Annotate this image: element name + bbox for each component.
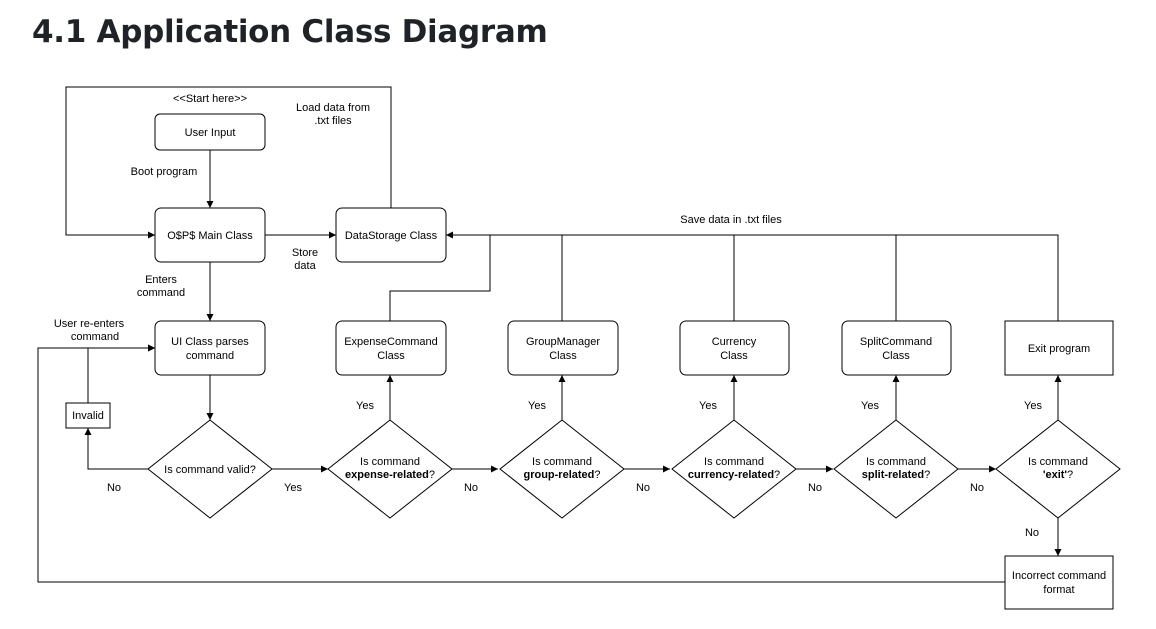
yes-label-group: Yes bbox=[528, 400, 546, 412]
ui-class-label-1: UI Class parses bbox=[171, 336, 249, 348]
yes-label-currency: Yes bbox=[699, 400, 717, 412]
currency-class-label-2: Class bbox=[720, 350, 748, 362]
save-data-label: Save data in .txt files bbox=[680, 214, 782, 226]
decision-split-keyword: split-related bbox=[862, 469, 924, 481]
incorrect-format-label-2: format bbox=[1043, 584, 1074, 596]
split-class-label-1: SplitCommand bbox=[860, 336, 932, 348]
no-label-exit: No bbox=[1025, 527, 1039, 539]
user-input-box bbox=[154, 113, 266, 151]
load-data-label-2: .txt files bbox=[314, 115, 352, 127]
no-label-currency: No bbox=[808, 482, 822, 494]
decision-currency bbox=[671, 419, 797, 519]
enters-command-label-1: Enters bbox=[145, 274, 177, 286]
no-label-valid: No bbox=[107, 482, 121, 494]
expense-class-label-2: Class bbox=[377, 350, 405, 362]
group-class-label-1: GroupManager bbox=[526, 336, 600, 348]
enters-command-label-2: command bbox=[137, 287, 185, 299]
main-class-box bbox=[154, 207, 266, 263]
reenters-command-label-2: command bbox=[71, 331, 119, 343]
decision-currency-keyword: currency-related bbox=[688, 469, 774, 481]
store-data-label-1: Store bbox=[292, 247, 318, 259]
decision-group-suffix: ? bbox=[594, 469, 600, 481]
decision-expense-suffix: ? bbox=[429, 469, 435, 481]
edge-save-bus bbox=[446, 231, 1059, 321]
decisions: Is command valid? Is command expense-rel… bbox=[147, 419, 1121, 519]
decision-exit-keyword: 'exit' bbox=[1043, 469, 1068, 481]
yes-label-split: Yes bbox=[861, 400, 879, 412]
datastorage-class-label: DataStorage Class bbox=[345, 230, 438, 242]
decision-currency-suffix: ? bbox=[774, 469, 780, 481]
decision-expense-prefix: Is command bbox=[360, 456, 420, 468]
split-class-label-2: Class bbox=[882, 350, 910, 362]
currency-class-label-1: Currency bbox=[712, 336, 757, 348]
yes-label-expense: Yes bbox=[356, 400, 374, 412]
load-data-label-1: Load data from bbox=[296, 102, 370, 114]
no-label-group: No bbox=[636, 482, 650, 494]
group-class-label-2: Class bbox=[549, 350, 577, 362]
decision-expense-keyword: expense-related bbox=[345, 469, 429, 481]
datastorage-class-box bbox=[335, 207, 447, 263]
decision-expense-question: expense-related? bbox=[345, 469, 435, 481]
decision-split-prefix: Is command bbox=[866, 456, 926, 468]
edge-labels: Load data from .txt files Boot program S… bbox=[54, 102, 1043, 539]
nodes: <<Start here>> User Input O$P$ Main Clas… bbox=[65, 93, 1114, 610]
decision-group-keyword: group-related bbox=[523, 469, 594, 481]
ui-class-box bbox=[154, 320, 266, 376]
currency-class-box bbox=[679, 320, 790, 376]
decision-split bbox=[833, 419, 959, 519]
yes-label-valid: Yes bbox=[284, 482, 302, 494]
edge-load-data-loop bbox=[65, 86, 392, 239]
decision-currency-question: currency-related? bbox=[688, 469, 780, 481]
decision-exit bbox=[995, 419, 1121, 519]
decision-exit-prefix: Is command bbox=[1028, 456, 1088, 468]
split-command-class-box bbox=[841, 320, 952, 376]
decision-group bbox=[499, 419, 625, 519]
group-manager-class-box bbox=[507, 320, 619, 376]
edge-valid-no-to-invalid bbox=[84, 428, 148, 470]
connectors bbox=[37, 86, 1062, 583]
expense-class-label-1: ExpenseCommand bbox=[344, 336, 438, 348]
exit-program-box bbox=[1004, 320, 1114, 376]
reenters-command-label-1: User re-enters bbox=[54, 318, 125, 330]
invalid-label: Invalid bbox=[72, 410, 104, 422]
start-here-note: <<Start here>> bbox=[173, 93, 247, 105]
exit-program-label: Exit program bbox=[1028, 343, 1090, 355]
store-data-label-2: data bbox=[294, 260, 316, 272]
edge-reenter-loop bbox=[37, 344, 1005, 583]
ui-class-label-2: command bbox=[186, 350, 234, 362]
invalid-box bbox=[65, 402, 111, 429]
incorrect-format-box bbox=[1004, 555, 1114, 610]
edge-invalid-to-ui bbox=[87, 344, 155, 403]
main-class-label: O$P$ Main Class bbox=[167, 230, 253, 242]
no-label-split: No bbox=[970, 482, 984, 494]
decision-exit-question: 'exit'? bbox=[1043, 469, 1073, 481]
boot-program-label: Boot program bbox=[131, 166, 198, 178]
page-title: 4.1 Application Class Diagram bbox=[32, 14, 548, 50]
decision-group-prefix: Is command bbox=[532, 456, 592, 468]
decision-expense bbox=[327, 419, 453, 519]
decision-split-question: split-related? bbox=[862, 469, 930, 481]
decision-currency-prefix: Is command bbox=[704, 456, 764, 468]
decision-split-suffix: ? bbox=[924, 469, 930, 481]
decision-valid-label: Is command valid? bbox=[164, 464, 256, 476]
edge-expense-save bbox=[389, 235, 491, 321]
decision-group-question: group-related? bbox=[523, 469, 600, 481]
user-input-label: User Input bbox=[185, 127, 236, 139]
incorrect-format-label-1: Incorrect command bbox=[1012, 570, 1106, 582]
expense-command-class-box bbox=[335, 320, 447, 376]
decision-exit-suffix: ? bbox=[1067, 469, 1073, 481]
no-label-expense: No bbox=[464, 482, 478, 494]
decision-valid bbox=[147, 419, 273, 519]
yes-label-exit: Yes bbox=[1024, 400, 1042, 412]
